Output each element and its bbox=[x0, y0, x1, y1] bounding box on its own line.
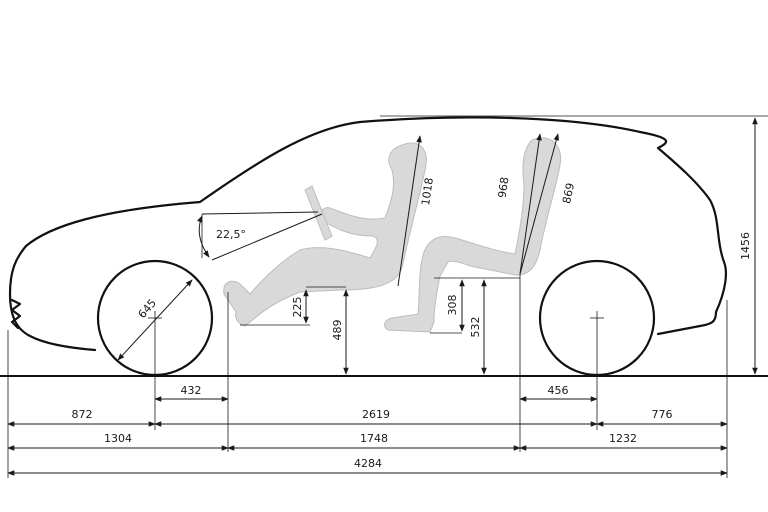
steering-wheel bbox=[304, 185, 333, 241]
overall-length-label: 4284 bbox=[354, 457, 382, 470]
rear-occupant-body bbox=[384, 137, 562, 333]
rear-axle-to-hip-label: 456 bbox=[548, 384, 569, 397]
front-axle-to-pedal-label: 432 bbox=[181, 384, 202, 397]
rear-overhang-label: 776 bbox=[652, 408, 673, 421]
mid-segment-label: 1748 bbox=[360, 432, 388, 445]
front-seat-height-label: 225 bbox=[291, 297, 304, 318]
rear-torso-label: 869 bbox=[560, 182, 577, 205]
wheelbase-label: 2619 bbox=[362, 408, 390, 421]
front-segment-label: 1304 bbox=[104, 432, 132, 445]
rear-headroom-label: 968 bbox=[496, 176, 512, 199]
steering-angle-label: 22,5° bbox=[216, 228, 246, 241]
front-headroom-label: 1018 bbox=[419, 177, 436, 207]
dimension-lines bbox=[7, 117, 758, 476]
rear-hip-ground-label: 532 bbox=[469, 317, 482, 338]
front-overhang-label: 872 bbox=[72, 408, 93, 421]
car-body-outline bbox=[8, 116, 727, 352]
rear-segment-label: 1232 bbox=[609, 432, 637, 445]
overall-height-label: 1456 bbox=[739, 232, 752, 260]
front-bumper-detail bbox=[10, 298, 22, 330]
rear-occupant bbox=[384, 137, 562, 333]
rear-seat-height-label: 308 bbox=[446, 295, 459, 316]
front-hip-ground-label: 489 bbox=[331, 320, 344, 341]
front-occupant bbox=[223, 142, 427, 327]
